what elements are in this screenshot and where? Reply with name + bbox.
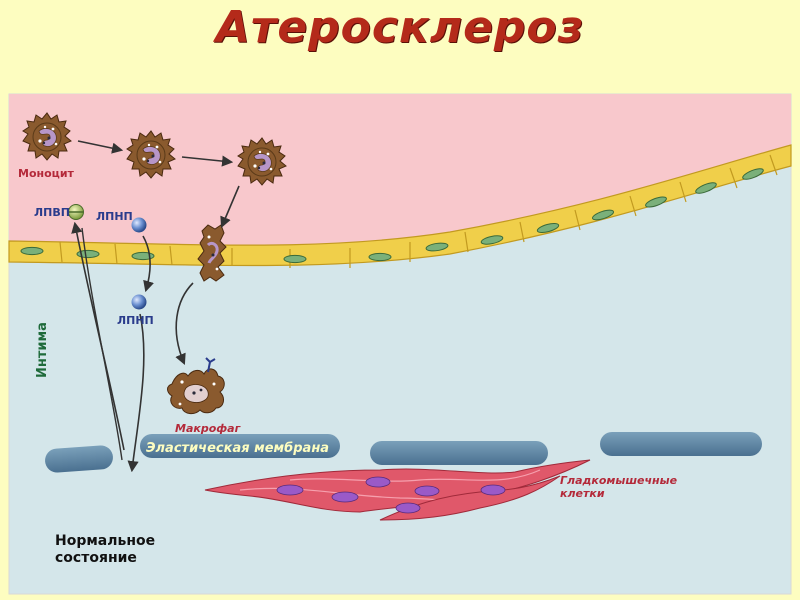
ldl-label-bottom: ЛПНП — [117, 314, 154, 327]
smooth-muscle-cells — [204, 459, 591, 521]
smooth-muscle-label: Гладкомышечные клетки — [560, 474, 678, 500]
arrow-ldl-down — [127, 313, 145, 473]
arrow-monocyte-1-to-2 — [77, 140, 124, 154]
endothelium-layer — [8, 144, 792, 268]
monocyte-label: Моноцит — [18, 167, 75, 180]
hdl-particle — [68, 204, 84, 220]
smooth-muscle-label-line1: Гладкомышечные — [560, 474, 678, 487]
smooth-muscle-label-line2: клетки — [560, 487, 605, 500]
ldl-particle-top — [131, 217, 147, 233]
normal-state-line2: состояние — [55, 550, 137, 566]
vessel-lumen — [9, 94, 791, 252]
intima-label: Интима — [35, 322, 50, 378]
hdl-return-line — [81, 227, 123, 461]
hdl-label: ЛПВП — [34, 206, 70, 219]
arrow-monocyte-2-to-3 — [181, 155, 234, 167]
macrophage-label: Макрофаг — [175, 422, 242, 435]
normal-state-line1: Нормальное — [55, 533, 155, 549]
normal-state-label: Нормальное состояние — [55, 533, 155, 566]
arrow-monocyte-to-macrophage — [175, 282, 194, 366]
macrophage — [167, 357, 225, 415]
page-title: Атеросклероз — [215, 2, 585, 53]
ldl-particle-bottom — [131, 294, 147, 310]
arrow-ldl-into-intima — [142, 235, 154, 293]
elastic-membrane-label: Эластическая мембрана — [146, 441, 329, 456]
ldl-label-top: ЛПНП — [96, 210, 133, 223]
arrow-monocyte-to-endothelium — [220, 185, 240, 229]
elastic-membrane — [45, 432, 762, 473]
